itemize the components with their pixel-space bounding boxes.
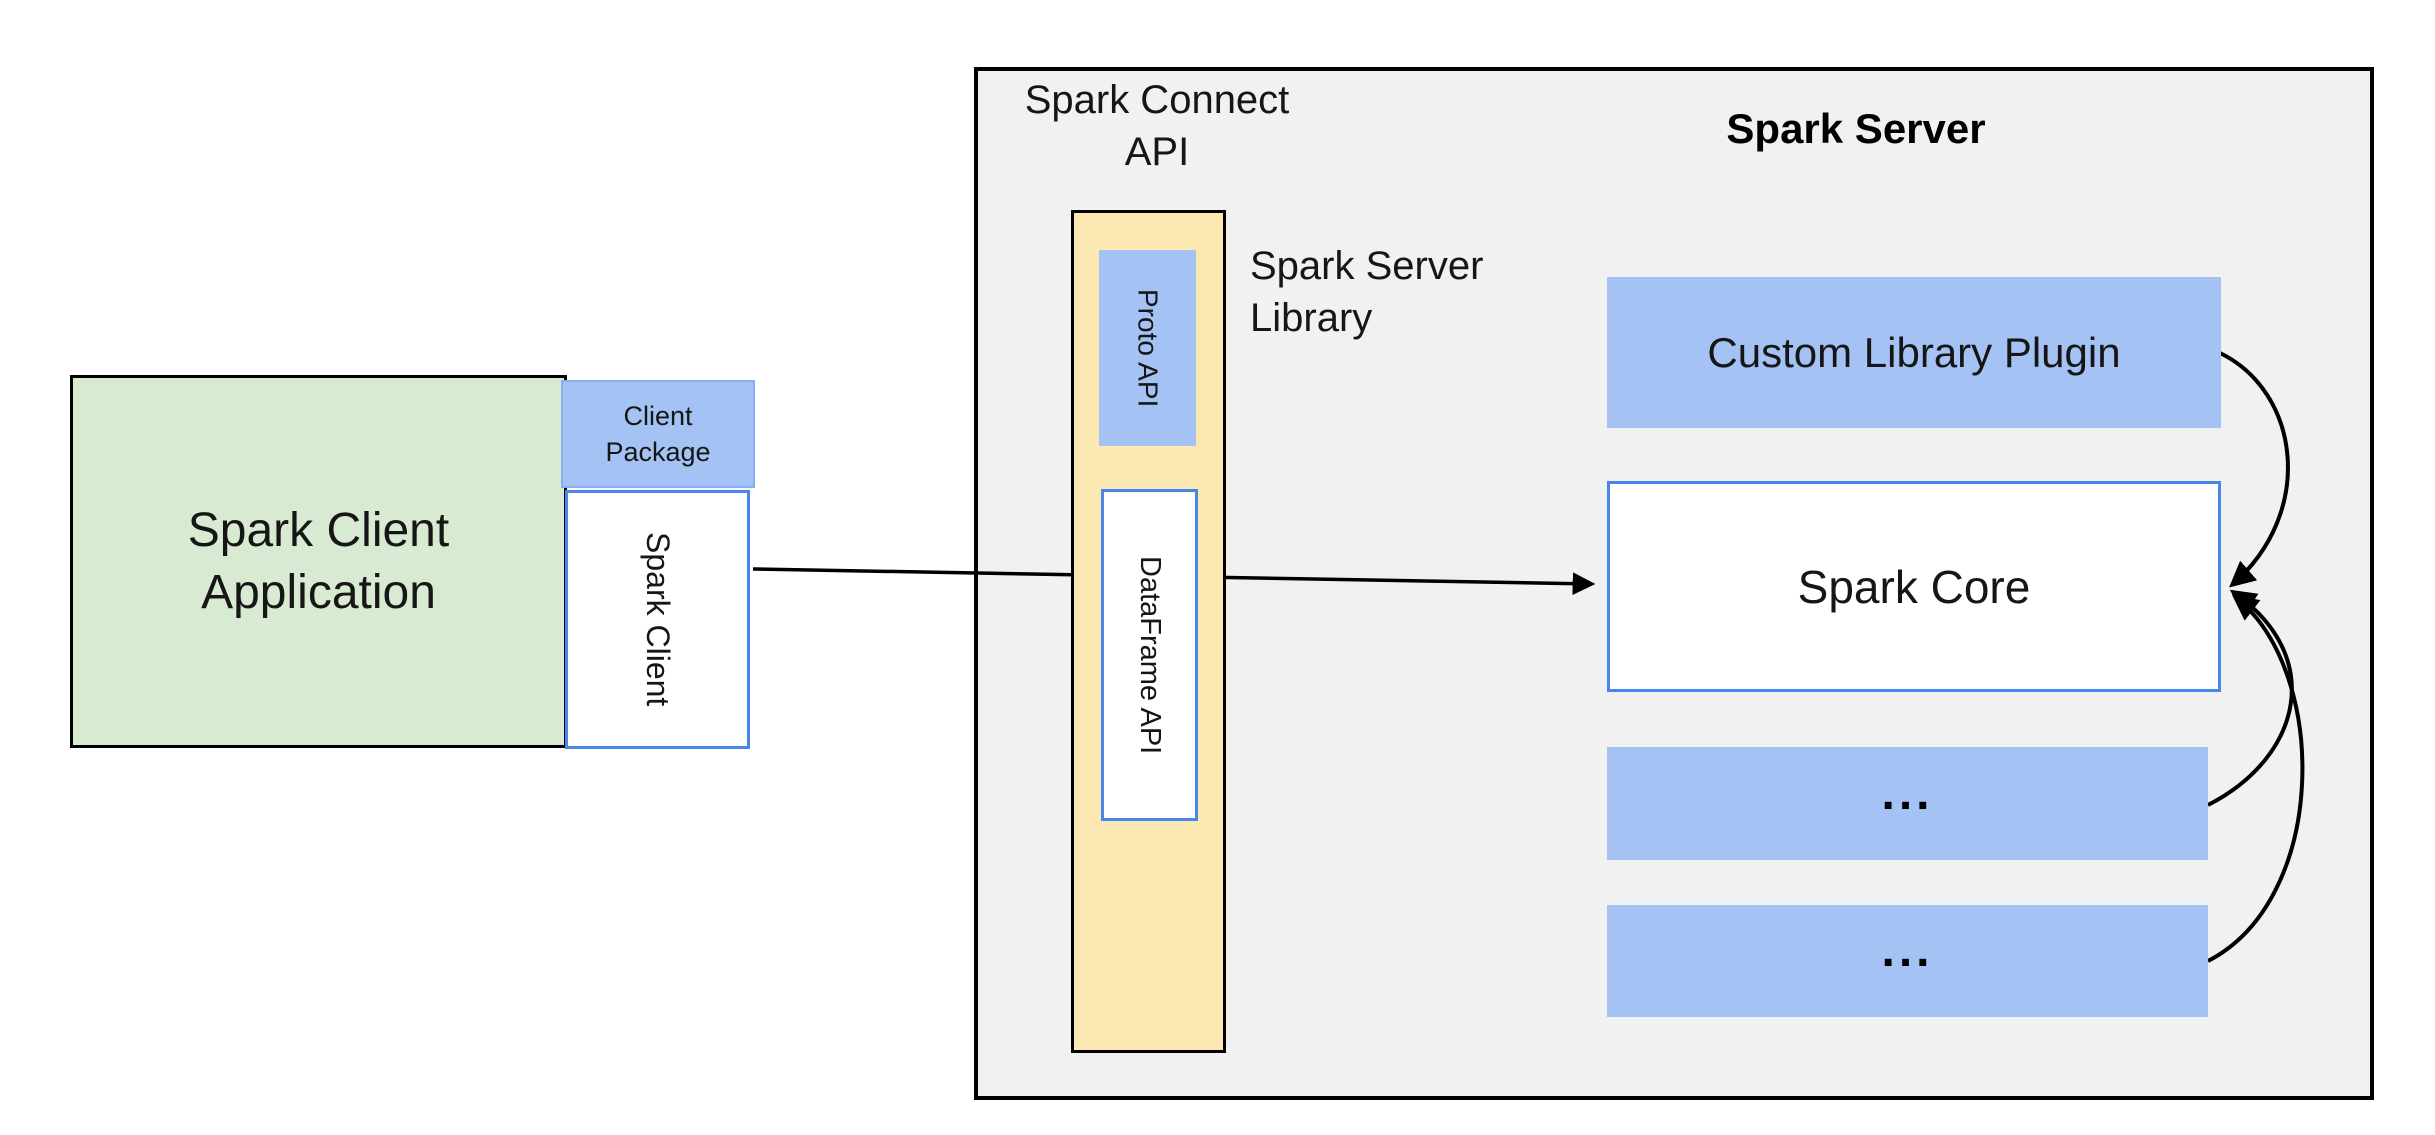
spark-core-box: Spark Core [1607, 481, 2221, 692]
more-plugins-box-1: ... [1607, 747, 2208, 860]
proto-api-box: Proto API [1099, 250, 1196, 446]
spark-client-application-box: Spark Client Application [70, 375, 567, 748]
spark-server-library-label: Spark Server Library [1250, 244, 1484, 340]
proto-api-label: Proto API [1132, 288, 1164, 408]
spark-connect-api-title: Spark Connect API [1024, 78, 1290, 174]
more-plugins-label-2: ... [1881, 924, 1934, 977]
more-plugins-label-1: ... [1881, 766, 1934, 820]
client-package-label: Client Package [605, 401, 711, 467]
spark-client-application-label: Spark Client Application [187, 503, 450, 619]
custom-library-plugin-box: Custom Library Plugin [1607, 277, 2221, 428]
client-package-box: Client Package [561, 380, 755, 488]
dataframe-api-label: DataFrame API [1134, 555, 1166, 755]
spark-core-label: Spark Core [1797, 560, 2031, 613]
spark-client-box: Spark Client [565, 490, 750, 749]
spark-server-title: Spark Server [1726, 105, 1986, 152]
dataframe-api-box: DataFrame API [1101, 489, 1198, 821]
custom-library-plugin-label: Custom Library Plugin [1707, 328, 2121, 376]
spark-client-label: Spark Client [640, 532, 676, 707]
more-plugins-box-2: ... [1607, 905, 2208, 1017]
